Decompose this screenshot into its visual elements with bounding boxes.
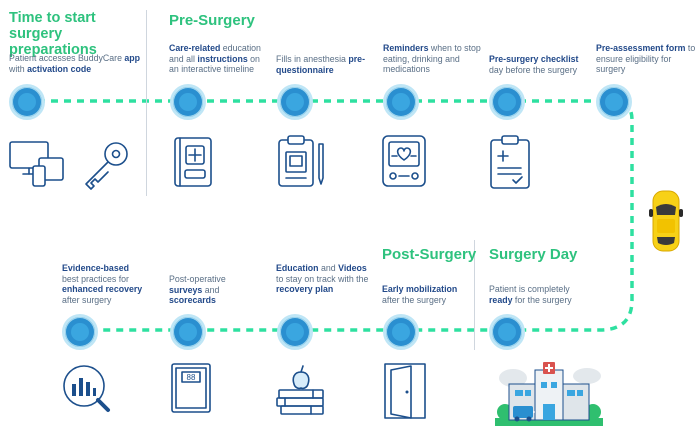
timeline-node-pre-5 [596,84,632,120]
post-step-4-text: Evidence-based best practices for enhanc… [62,263,143,305]
monitor-device-icon [382,135,426,187]
timeline-node-post-2 [277,314,313,350]
surgery-day-heading: Surgery Day [489,246,578,263]
post-step-2-text: Education and Videos to stay on track wi… [276,263,369,295]
surgery-day-text: Patient is completely ready for the surg… [489,284,572,305]
checklist-clipboard-icon [490,135,530,189]
chart-magnifier-icon [63,365,110,412]
clipboard-icon [278,135,324,187]
taxi-icon [649,190,683,252]
pre-surgery-heading: Pre-Surgery [169,12,255,29]
timeline-node-pre-4 [489,84,525,120]
timeline-node-post-3 [170,314,206,350]
medical-book-icon [174,137,212,187]
pre-step-3-text: Reminders when to stop eating, drinking … [383,43,481,75]
svg-text:88: 88 [187,373,196,382]
pre-step-5-text: Pre-assessment form to ensure eligibilit… [596,43,696,75]
timeline-node-start [9,84,45,120]
books-apple-icon [276,365,324,415]
timeline-node-pre-1 [170,84,206,120]
post-step-3-text: Post-operative surveys and scorecards [169,274,226,306]
pre-step-2-text: Fills in anesthesia pre-questionnaire [276,54,365,75]
pre-step-1-text: Care-related education and all instructi… [169,43,261,75]
post-step-1-text: Early mobilization after the surgery [382,284,458,305]
key-icon [85,142,128,190]
divider-post [474,240,475,350]
pre-step-4-text: Pre-surgery checklist day before the sur… [489,54,579,75]
timeline-node-pre-2 [277,84,313,120]
start-heading: Time to start surgery preparations [9,10,97,58]
timeline-node-surgery-day [489,314,525,350]
start-description: Patient accesses BuddyCare app with acti… [9,53,141,74]
hospital-icon [495,362,603,426]
timeline-node-post-4 [62,314,98,350]
post-surgery-heading: Post-Surgery [382,246,477,263]
scale-icon: 88 [171,363,211,413]
timeline-node-pre-3 [383,84,419,120]
divider-start [146,10,147,196]
timeline-node-post-1 [383,314,419,350]
door-icon [384,363,426,419]
devices-icon [9,141,64,187]
